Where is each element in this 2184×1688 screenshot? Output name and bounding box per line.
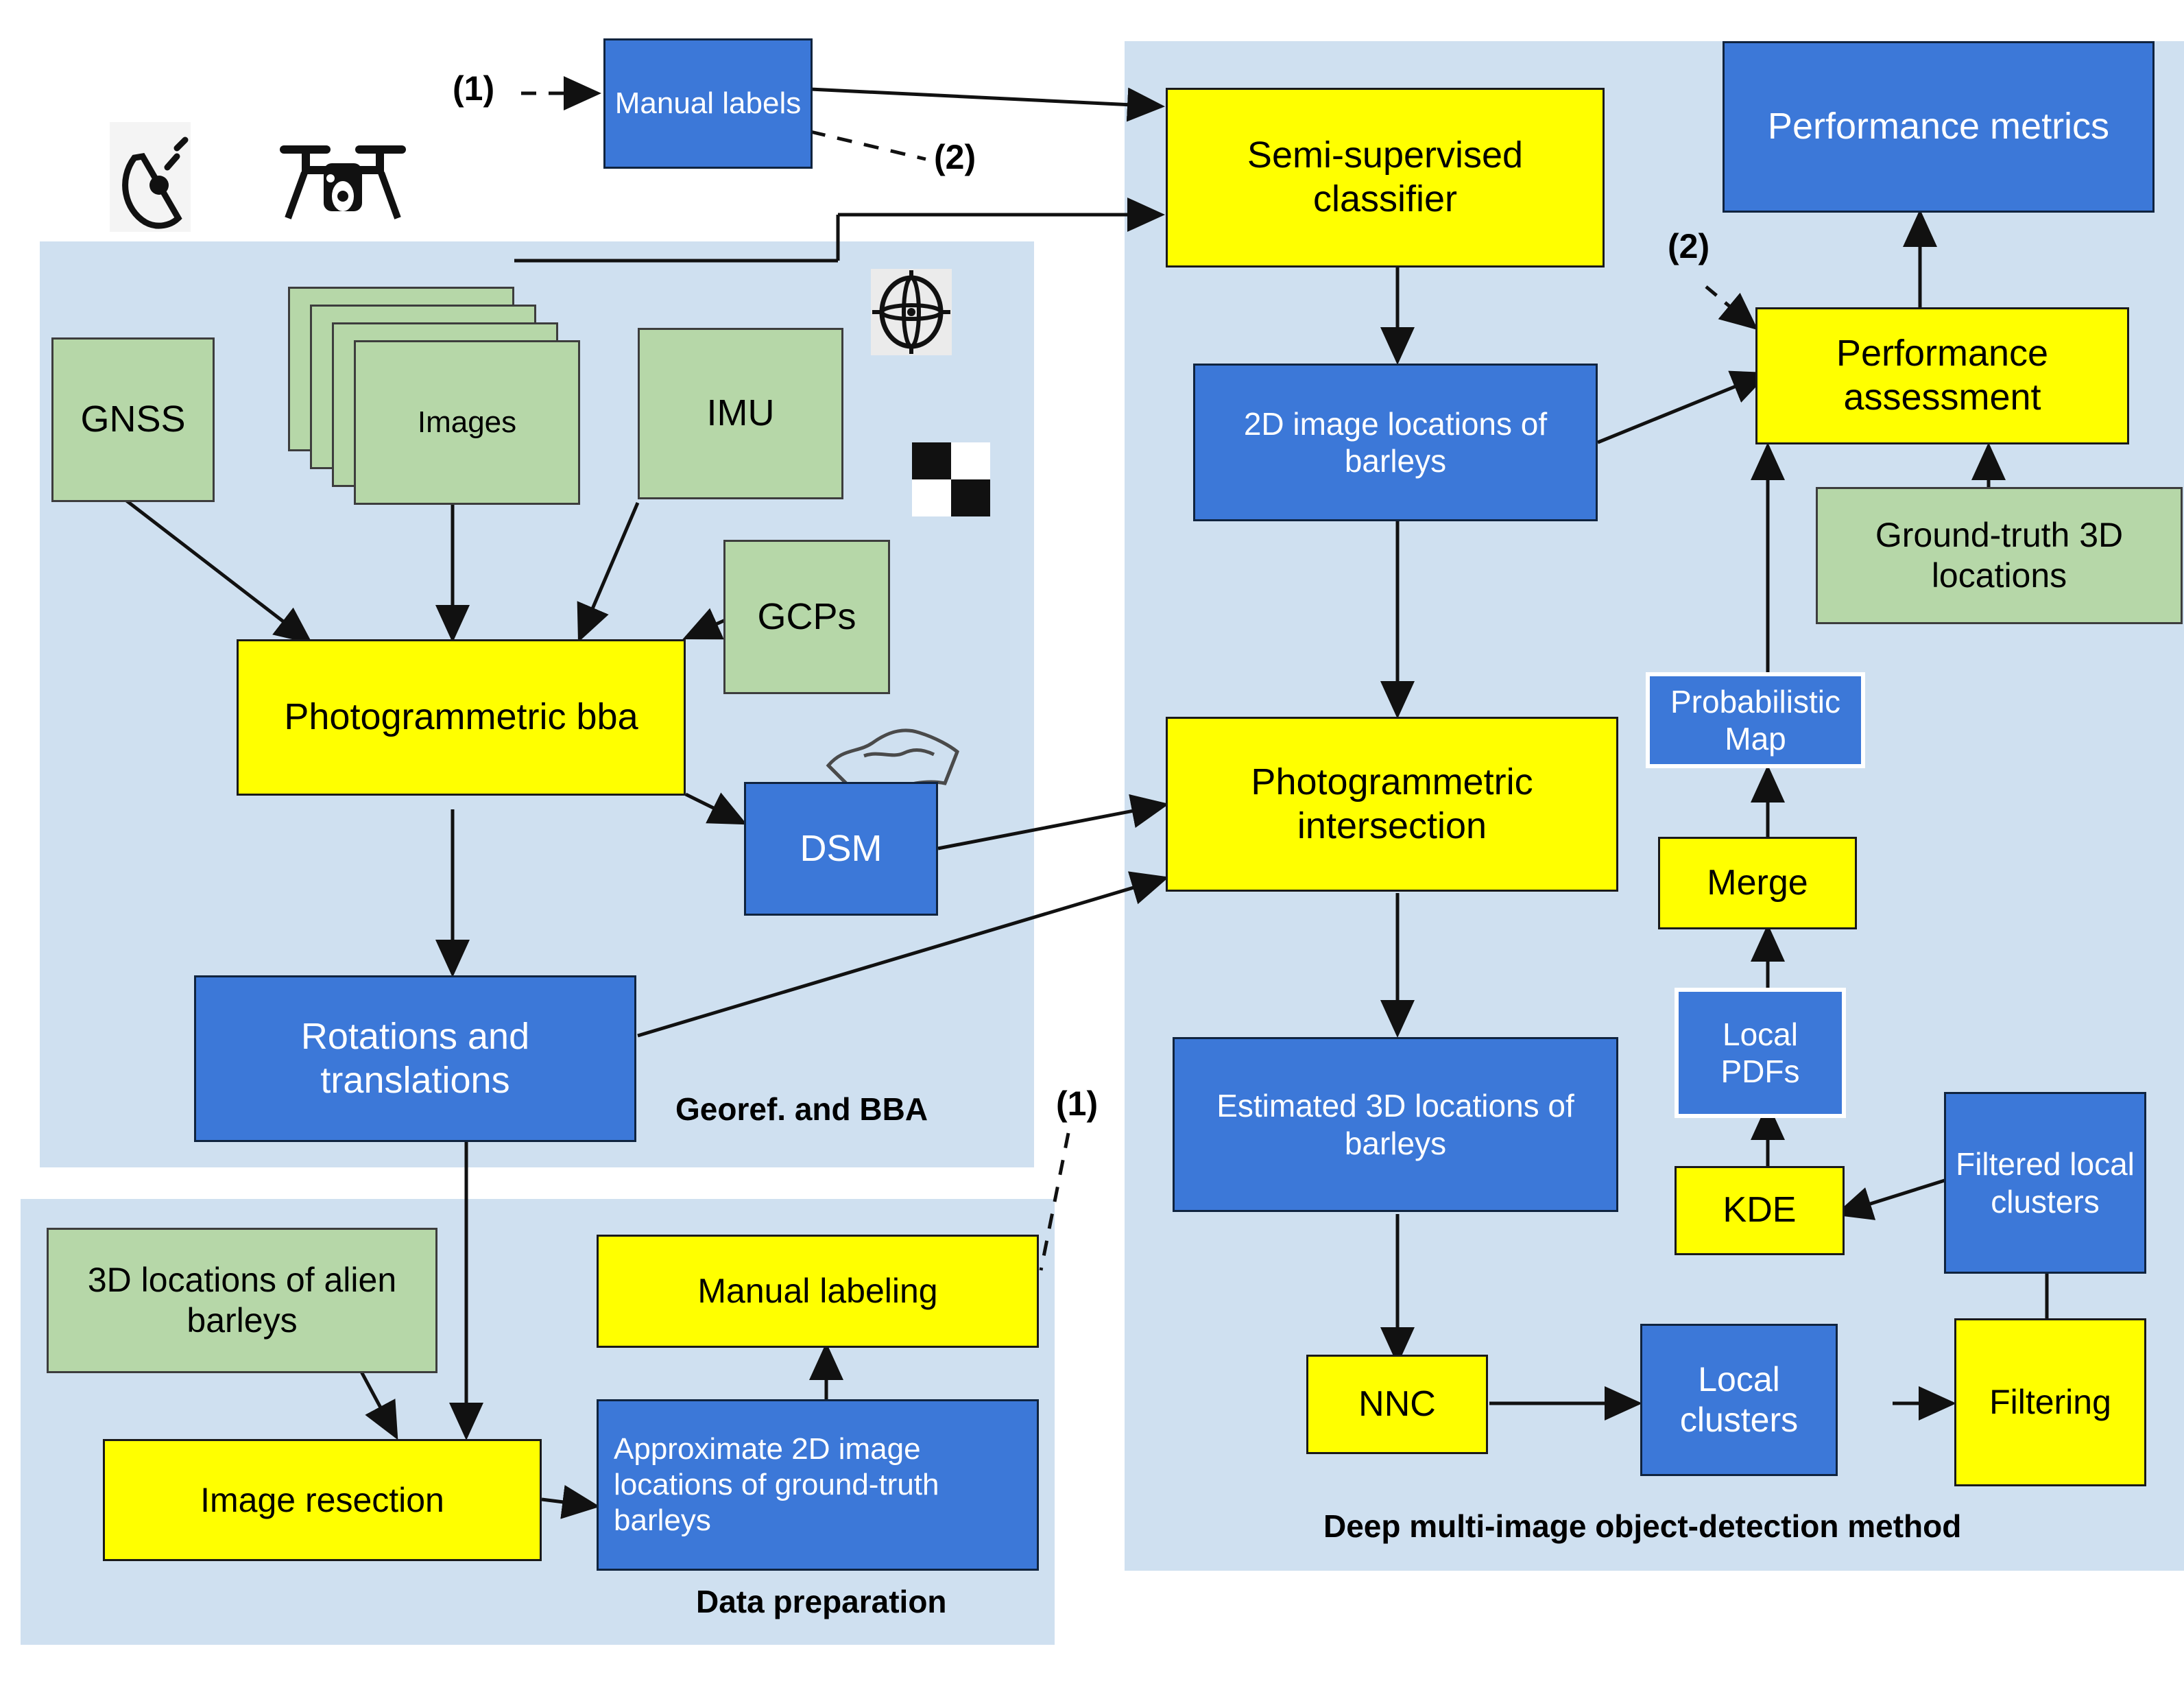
image-sheet-front: Images	[354, 340, 580, 505]
node-gnss[interactable]: GNSS	[51, 337, 215, 502]
node-photogrammetric-intersection[interactable]: Photogrammetric intersection	[1166, 717, 1618, 892]
node-manual-labeling[interactable]: Manual labeling	[597, 1235, 1039, 1348]
node-dsm[interactable]: DSM	[744, 782, 938, 916]
node-performance-metrics[interactable]: Performance metrics	[1723, 41, 2155, 213]
node-semi-supervised-classifier[interactable]: Semi-supervised classifier	[1166, 88, 1605, 268]
node-approximate-2d-locations[interactable]: Approximate 2D image locations of ground…	[597, 1399, 1039, 1571]
node-2d-image-locations[interactable]: 2D image locations of barleys	[1193, 364, 1598, 521]
gcp-checkerboard-icon	[912, 442, 990, 516]
node-filtering[interactable]: Filtering	[1954, 1318, 2146, 1486]
node-estimated-3d-locations[interactable]: Estimated 3D locations of barleys	[1173, 1037, 1618, 1212]
node-filtered-local-clusters[interactable]: Filtered local clusters	[1944, 1092, 2146, 1274]
node-image-resection[interactable]: Image resection	[103, 1439, 542, 1561]
satellite-dish-icon	[110, 122, 191, 232]
node-gcps[interactable]: GCPs	[723, 540, 890, 694]
deep-method-panel-label: Deep multi-image object-detection method	[1323, 1508, 1962, 1544]
node-rotations-translations[interactable]: Rotations and translations	[194, 975, 636, 1142]
node-photogrammetric-bba[interactable]: Photogrammetric bba	[237, 639, 686, 796]
georef-panel-label: Georef. and BBA	[675, 1091, 928, 1127]
node-3d-locations-alien-barleys[interactable]: 3D locations of alien barleys	[47, 1228, 437, 1373]
drone-icon	[274, 130, 411, 226]
node-images-stack[interactable]: Images	[288, 287, 580, 505]
node-performance-assessment[interactable]: Performance assessment	[1755, 307, 2129, 444]
annotation-1-bottom: (1)	[1056, 1084, 1099, 1123]
node-imu[interactable]: IMU	[638, 328, 843, 499]
annotation-1-top: (1)	[453, 69, 495, 108]
images-label: Images	[417, 405, 517, 439]
node-local-clusters[interactable]: Local clusters	[1640, 1324, 1838, 1476]
annotation-2-top: (2)	[934, 138, 976, 176]
node-nnc[interactable]: NNC	[1306, 1355, 1488, 1454]
annotation-2-right: (2)	[1668, 227, 1710, 265]
gyroscope-icon	[871, 269, 952, 355]
node-probabilistic-map[interactable]: Probabilistic Map	[1646, 672, 1865, 768]
node-ground-truth-3d-locations[interactable]: Ground-truth 3D locations	[1816, 487, 2183, 624]
node-local-pdfs[interactable]: Local PDFs	[1675, 988, 1846, 1118]
data-prep-panel-label: Data preparation	[696, 1584, 947, 1619]
node-manual-labels[interactable]: Manual labels	[603, 38, 813, 169]
node-kde[interactable]: KDE	[1675, 1166, 1845, 1255]
node-merge[interactable]: Merge	[1658, 837, 1857, 929]
